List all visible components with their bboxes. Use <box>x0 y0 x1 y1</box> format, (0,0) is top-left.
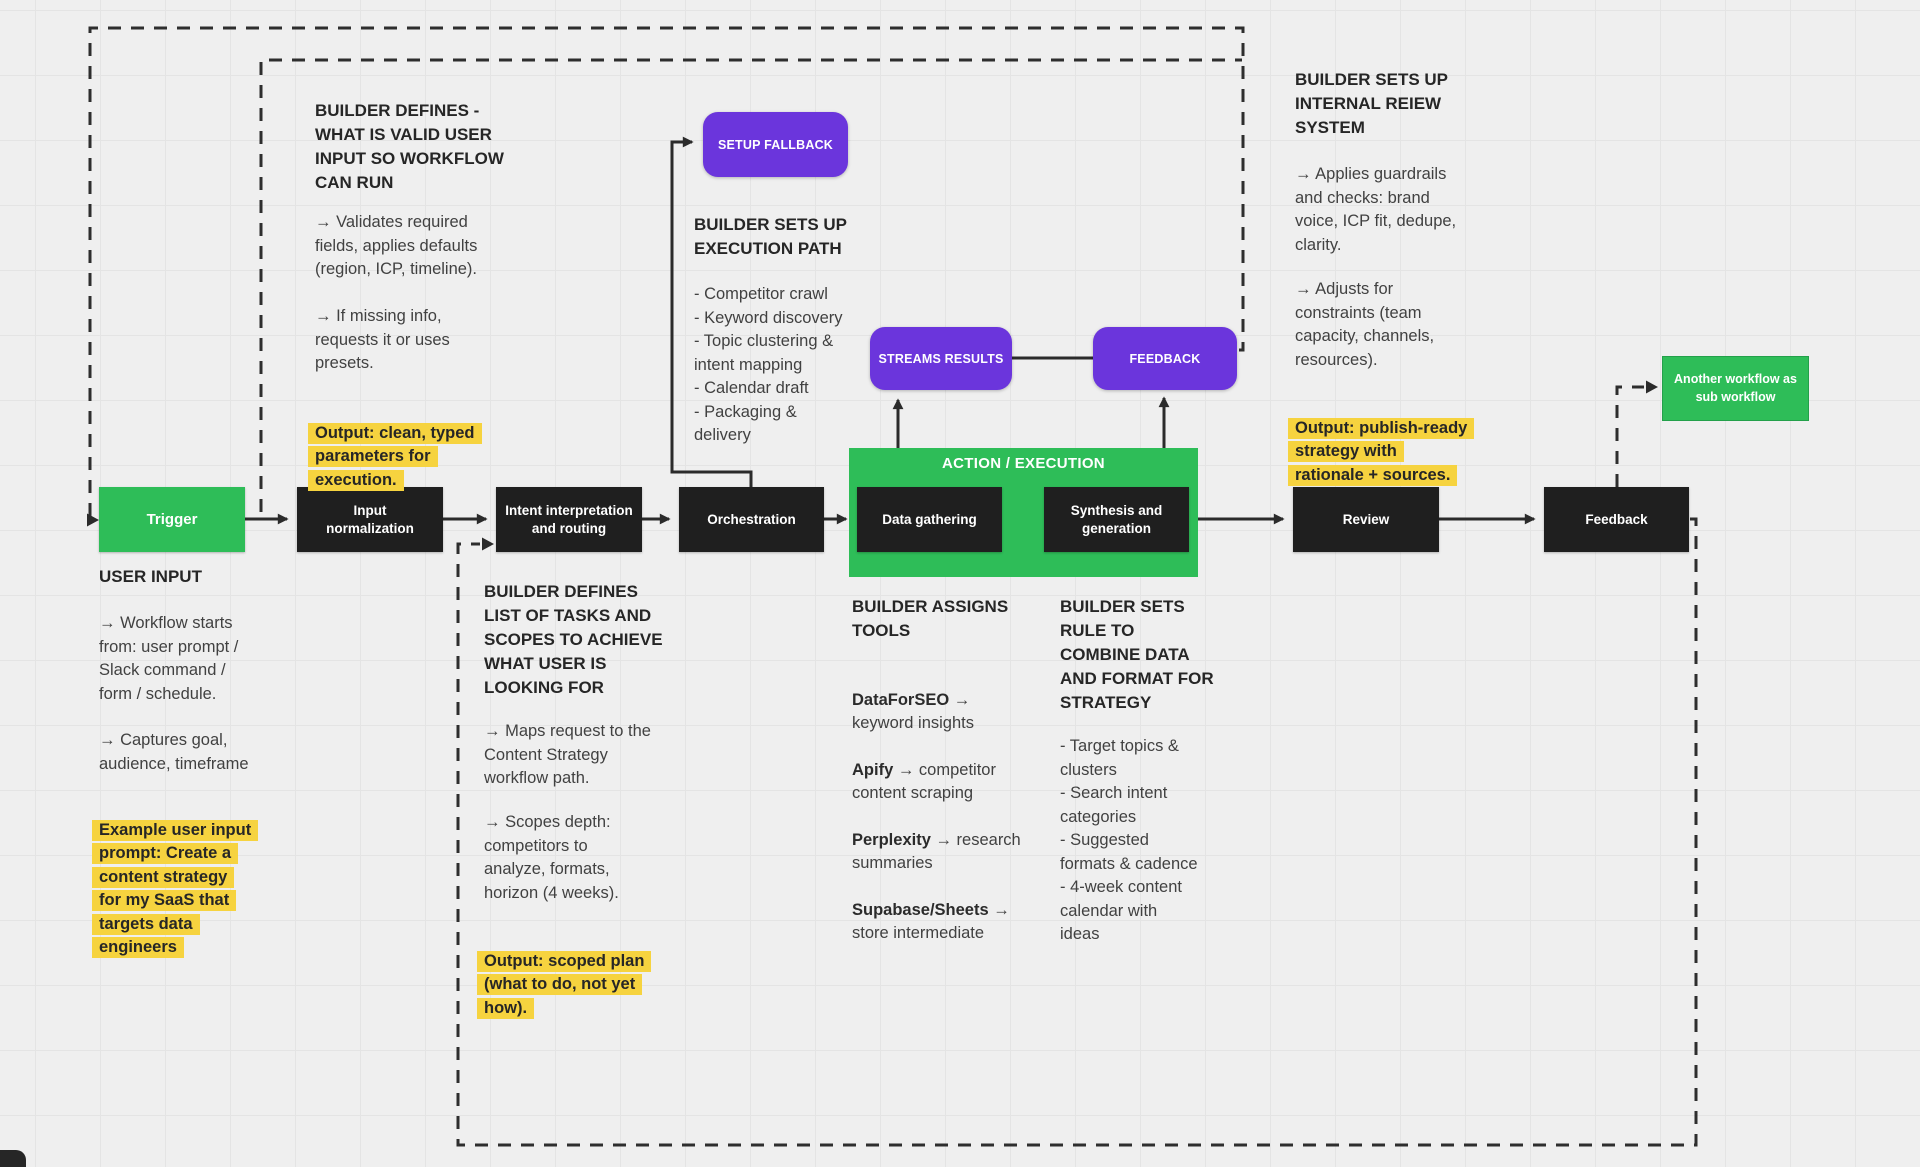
note-internal-review-output: Output: publish-ready strategy with rati… <box>1288 393 1475 487</box>
node-trigger[interactable]: Trigger <box>99 487 245 552</box>
note-user-input-para1: → Workflow starts from: user prompt / Sl… <box>99 614 239 703</box>
note-internal-review-para1: → Applies guardrails and checks: brand v… <box>1295 165 1457 254</box>
note-tasks-scope-para2: → Scopes depth: competitors to analyze, … <box>484 813 619 902</box>
node-intent-interpretation[interactable]: Intent interpretation and routing <box>496 487 642 552</box>
note-user-input-heading: USER INPUT <box>99 567 202 586</box>
node-feedback[interactable]: Feedback <box>1544 487 1689 552</box>
note-tool-perplexity: Perplexity → research summaries <box>852 830 1021 873</box>
note-combine-rules-list: - Target topics & clusters - Search inte… <box>1060 737 1198 943</box>
note-valid-input-output: Output: clean, typed parameters for exec… <box>308 398 482 492</box>
note-execution-path-heading: BUILDER SETS UP EXECUTION PATH <box>694 215 848 258</box>
note-combine-rules-heading: BUILDER SETS RULE TO COMBINE DATA AND FO… <box>1060 597 1214 712</box>
node-sub-workflow[interactable]: Another workflow as sub workflow <box>1662 356 1809 421</box>
note-internal-review-para2: → Adjusts for constraints (team capacity… <box>1295 280 1435 369</box>
note-valid-input-heading: BUILDER DEFINES - WHAT IS VALID USER INP… <box>315 101 504 192</box>
note-tool-apify: Apify → competitor content scraping <box>852 760 996 803</box>
note-assign-tools-heading: BUILDER ASSIGNS TOOLS <box>852 597 1009 640</box>
note-tasks-scope-heading: BUILDER DEFINES LIST OF TASKS AND SCOPES… <box>484 582 663 697</box>
note-tool-dataforseo: DataForSEO → keyword insights <box>852 690 974 733</box>
note-tool-supabase-sheets: Supabase/Sheets → store intermediate <box>852 900 1010 943</box>
action-execution-title: ACTION / EXECUTION <box>942 455 1105 472</box>
canvas-corner-widget[interactable] <box>0 1150 26 1167</box>
node-orchestration[interactable]: Orchestration <box>679 487 824 552</box>
chip-setup-fallback[interactable]: SETUP FALLBACK <box>703 112 848 177</box>
note-internal-review-heading: BUILDER SETS UP INTERNAL REIEW SYSTEM <box>1295 70 1449 137</box>
chip-feedback[interactable]: FEEDBACK <box>1093 327 1237 390</box>
note-tasks-scope-output: Output: scoped plan (what to do, not yet… <box>477 926 652 1020</box>
note-user-input-para2: → Captures goal, audience, timeframe <box>99 731 249 773</box>
note-tasks-scope-para1: → Maps request to the Content Strategy w… <box>484 722 651 787</box>
node-synthesis-generation[interactable]: Synthesis and generation <box>1044 487 1189 552</box>
node-input-normalization[interactable]: Input normalization <box>297 487 443 552</box>
node-data-gathering[interactable]: Data gathering <box>857 487 1002 552</box>
note-valid-input-para2: → If missing info, requests it or uses p… <box>315 307 450 372</box>
note-valid-input-para1: → Validates required fields, applies def… <box>315 213 478 278</box>
note-user-input-example: Example user input prompt: Create a cont… <box>92 795 259 960</box>
chip-streams-results[interactable]: STREAMS RESULTS <box>870 327 1012 390</box>
node-review[interactable]: Review <box>1293 487 1439 552</box>
note-execution-path-list: - Competitor crawl - Keyword discovery -… <box>694 285 843 444</box>
